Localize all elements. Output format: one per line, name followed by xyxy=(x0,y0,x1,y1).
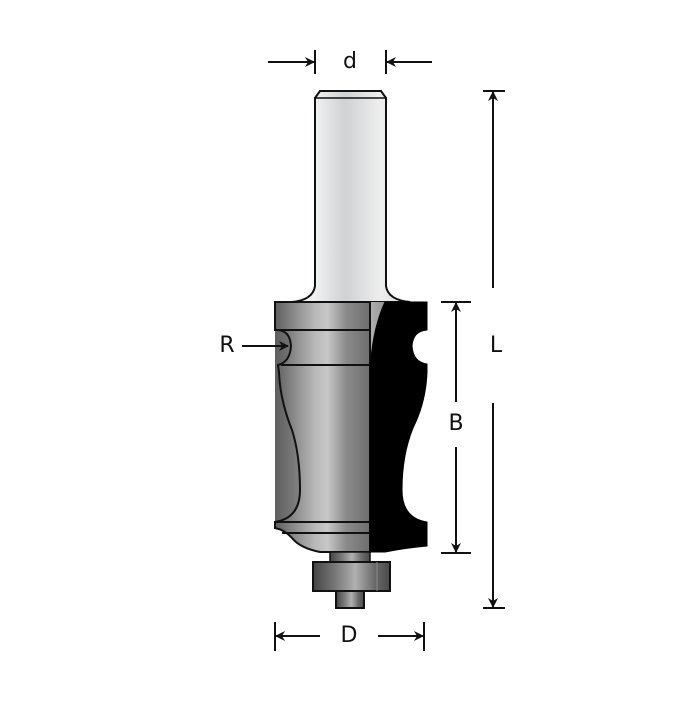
label-B: B xyxy=(446,411,466,436)
label-L: L xyxy=(487,333,505,358)
dimension-D xyxy=(274,622,425,651)
carbide-cutter xyxy=(369,301,428,553)
dimension-L xyxy=(483,90,505,609)
label-D: D xyxy=(338,623,360,648)
bearing xyxy=(312,561,391,592)
bearing-collar xyxy=(329,551,371,563)
bit-body xyxy=(274,301,427,553)
label-R: R xyxy=(217,333,237,358)
shank xyxy=(291,90,411,303)
label-d: d xyxy=(341,49,359,74)
bearing-screw xyxy=(335,590,365,609)
dimension-B xyxy=(441,301,471,554)
dimension-d xyxy=(268,50,432,74)
